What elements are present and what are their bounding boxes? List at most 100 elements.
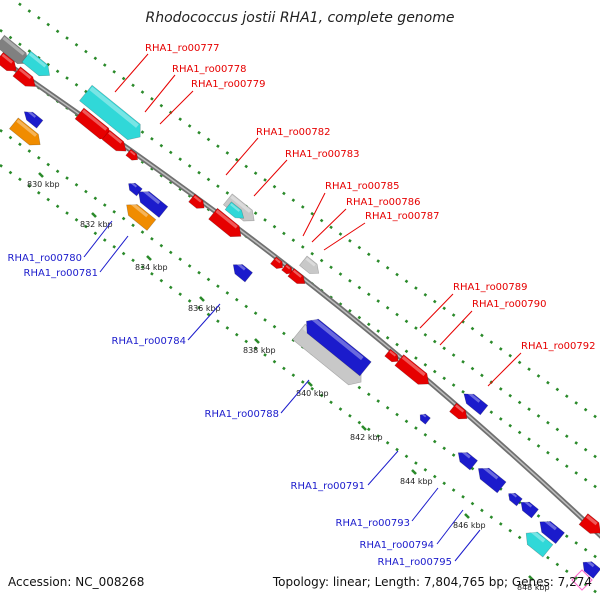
reverse-gene-arrow[interactable]: [506, 490, 523, 507]
gene-label-text[interactable]: RHA1_ro00777: [145, 43, 220, 54]
reverse-gene-arrow[interactable]: [418, 412, 431, 425]
forward-gene-arrow[interactable]: [12, 66, 39, 91]
arrow-body: [126, 204, 157, 231]
gene-label-rha1-ro00781[interactable]: RHA1_ro00781: [24, 235, 129, 279]
forward-gene-arrow[interactable]: [384, 348, 402, 365]
forward-gene-arrow[interactable]: [449, 402, 471, 423]
gene-label-text[interactable]: RHA1_ro00791: [291, 481, 366, 492]
arrow-body: [270, 256, 283, 269]
gene-label-text[interactable]: RHA1_ro00789: [453, 282, 528, 293]
forward-gene-arrow[interactable]: [101, 129, 130, 156]
gene-label-text[interactable]: RHA1_ro00794: [360, 540, 435, 551]
other-feature-arrow[interactable]: [8, 117, 44, 150]
arrow-body: [539, 521, 565, 545]
reverse-gene-arrow[interactable]: [579, 558, 600, 579]
gene-label-rha1-ro00779[interactable]: RHA1_ro00779: [159, 79, 266, 125]
tick-mark: [38, 172, 44, 178]
reverse-gene-arrow[interactable]: [474, 463, 507, 494]
gene-label-text[interactable]: RHA1_ro00787: [365, 211, 440, 222]
forward-gene-arrow[interactable]: [0, 51, 20, 75]
forward-gene-arrow[interactable]: [287, 268, 308, 287]
arrow-body: [394, 354, 430, 385]
gene-label-rha1-ro00793[interactable]: RHA1_ro00793: [336, 487, 439, 529]
gene-label-rha1-ro00786[interactable]: RHA1_ro00786: [311, 197, 421, 243]
reverse-gene-arrow[interactable]: [21, 108, 44, 129]
gene-label-text[interactable]: RHA1_ro00778: [172, 64, 247, 75]
gene-label-text[interactable]: RHA1_ro00783: [285, 149, 360, 160]
leader-line: [144, 74, 176, 113]
forward-gene-arrow[interactable]: [188, 193, 208, 212]
reverse-gene-arrow[interactable]: [460, 389, 489, 416]
gene-label-rha1-ro00780[interactable]: RHA1_ro00780: [8, 220, 113, 264]
gene-label-rha1-ro00792[interactable]: RHA1_ro00792: [487, 341, 596, 387]
tick-mark: [528, 575, 534, 581]
gene-label-text[interactable]: RHA1_ro00781: [24, 268, 99, 279]
forward-gene-arrow[interactable]: [270, 256, 286, 272]
gene-label-text[interactable]: RHA1_ro00788: [205, 409, 280, 420]
gene-label-text[interactable]: RHA1_ro00795: [378, 557, 453, 568]
gene-label-rha1-ro00787[interactable]: RHA1_ro00787: [323, 211, 440, 251]
tick-label: 844 kbp: [400, 477, 433, 486]
gene-label-rha1-ro00784[interactable]: RHA1_ro00784: [112, 303, 221, 347]
gene-label-text[interactable]: RHA1_ro00780: [8, 253, 83, 264]
gene-label-rha1-ro00789[interactable]: RHA1_ro00789: [419, 282, 528, 329]
arrow-highlight: [82, 109, 108, 131]
rna-arrow[interactable]: [21, 50, 54, 81]
gene-label-text[interactable]: RHA1_ro00793: [336, 518, 411, 529]
gene-label-text[interactable]: RHA1_ro00782: [256, 127, 331, 138]
gene-arrow[interactable]: [0, 34, 32, 69]
reverse-gene-arrow[interactable]: [454, 448, 478, 471]
gene-label-rha1-ro00794[interactable]: RHA1_ro00794: [360, 509, 464, 551]
gene-label-text[interactable]: RHA1_ro00785: [325, 181, 400, 192]
arrow-body: [23, 111, 44, 129]
forward-gene-arrow[interactable]: [394, 354, 433, 390]
arrow-highlight: [292, 269, 302, 278]
dotted-guide-line-1: [0, 28, 600, 462]
arrow-highlight: [523, 499, 533, 508]
gene-label-text[interactable]: RHA1_ro00792: [521, 341, 596, 352]
forward-gene-arrow[interactable]: [125, 148, 140, 163]
gene-features[interactable]: [0, 34, 600, 579]
leader-line: [419, 293, 454, 329]
gene-label-rha1-ro00777[interactable]: RHA1_ro00777: [114, 43, 220, 93]
reverse-gene-arrow[interactable]: [229, 260, 253, 283]
forward-gene-arrow[interactable]: [208, 207, 246, 242]
gene-label-rha1-ro00790[interactable]: RHA1_ro00790: [439, 299, 547, 346]
reverse-gene-arrow[interactable]: [535, 516, 565, 545]
gene-label-rha1-ro00795[interactable]: RHA1_ro00795: [378, 529, 481, 568]
gene-label-text[interactable]: RHA1_ro00784: [112, 336, 187, 347]
rna-arrow[interactable]: [224, 201, 247, 222]
gene-label-text[interactable]: RHA1_ro00786: [346, 197, 421, 208]
gene-label-rha1-ro00782[interactable]: RHA1_ro00782: [225, 127, 331, 176]
gene-label-rha1-ro00783[interactable]: RHA1_ro00783: [253, 149, 360, 197]
leader-line: [323, 222, 366, 251]
arrow-highlight: [18, 68, 32, 80]
leader-line: [83, 220, 113, 258]
gene-label-rha1-ro00788[interactable]: RHA1_ro00788: [205, 379, 310, 420]
reverse-gene-arrow[interactable]: [518, 498, 539, 519]
pseudo-gene-arrow[interactable]: [299, 255, 322, 278]
rna-arrow[interactable]: [79, 84, 147, 145]
gene-label-rha1-ro00785[interactable]: RHA1_ro00785: [302, 181, 400, 237]
gene-label-text[interactable]: RHA1_ro00790: [472, 299, 547, 310]
forward-gene-arrow[interactable]: [578, 513, 600, 539]
forward-gene-arrow[interactable]: [281, 263, 295, 277]
arrow-highlight: [401, 356, 426, 377]
gene-label-text[interactable]: RHA1_ro00779: [191, 79, 266, 90]
reverse-gene-arrow[interactable]: [134, 186, 169, 218]
gene-labels[interactable]: RHA1_ro00777RHA1_ro00778RHA1_ro00779RHA1…: [8, 43, 596, 568]
gene-label-rha1-ro00778[interactable]: RHA1_ro00778: [144, 64, 247, 113]
arrow-highlight: [305, 257, 316, 267]
rna-arrow[interactable]: [521, 527, 554, 558]
pseudo-gene-arrow[interactable]: [222, 193, 258, 226]
arrow-body: [299, 255, 320, 274]
backbone-highlight: [0, 57, 600, 537]
other-feature-arrow[interactable]: [122, 199, 157, 231]
leader-line: [280, 379, 310, 414]
arrow-highlight: [421, 413, 427, 418]
reverse-gene-arrow[interactable]: [301, 314, 372, 377]
arrow-highlight: [129, 200, 149, 218]
gene-label-rha1-ro00791[interactable]: RHA1_ro00791: [291, 450, 399, 492]
